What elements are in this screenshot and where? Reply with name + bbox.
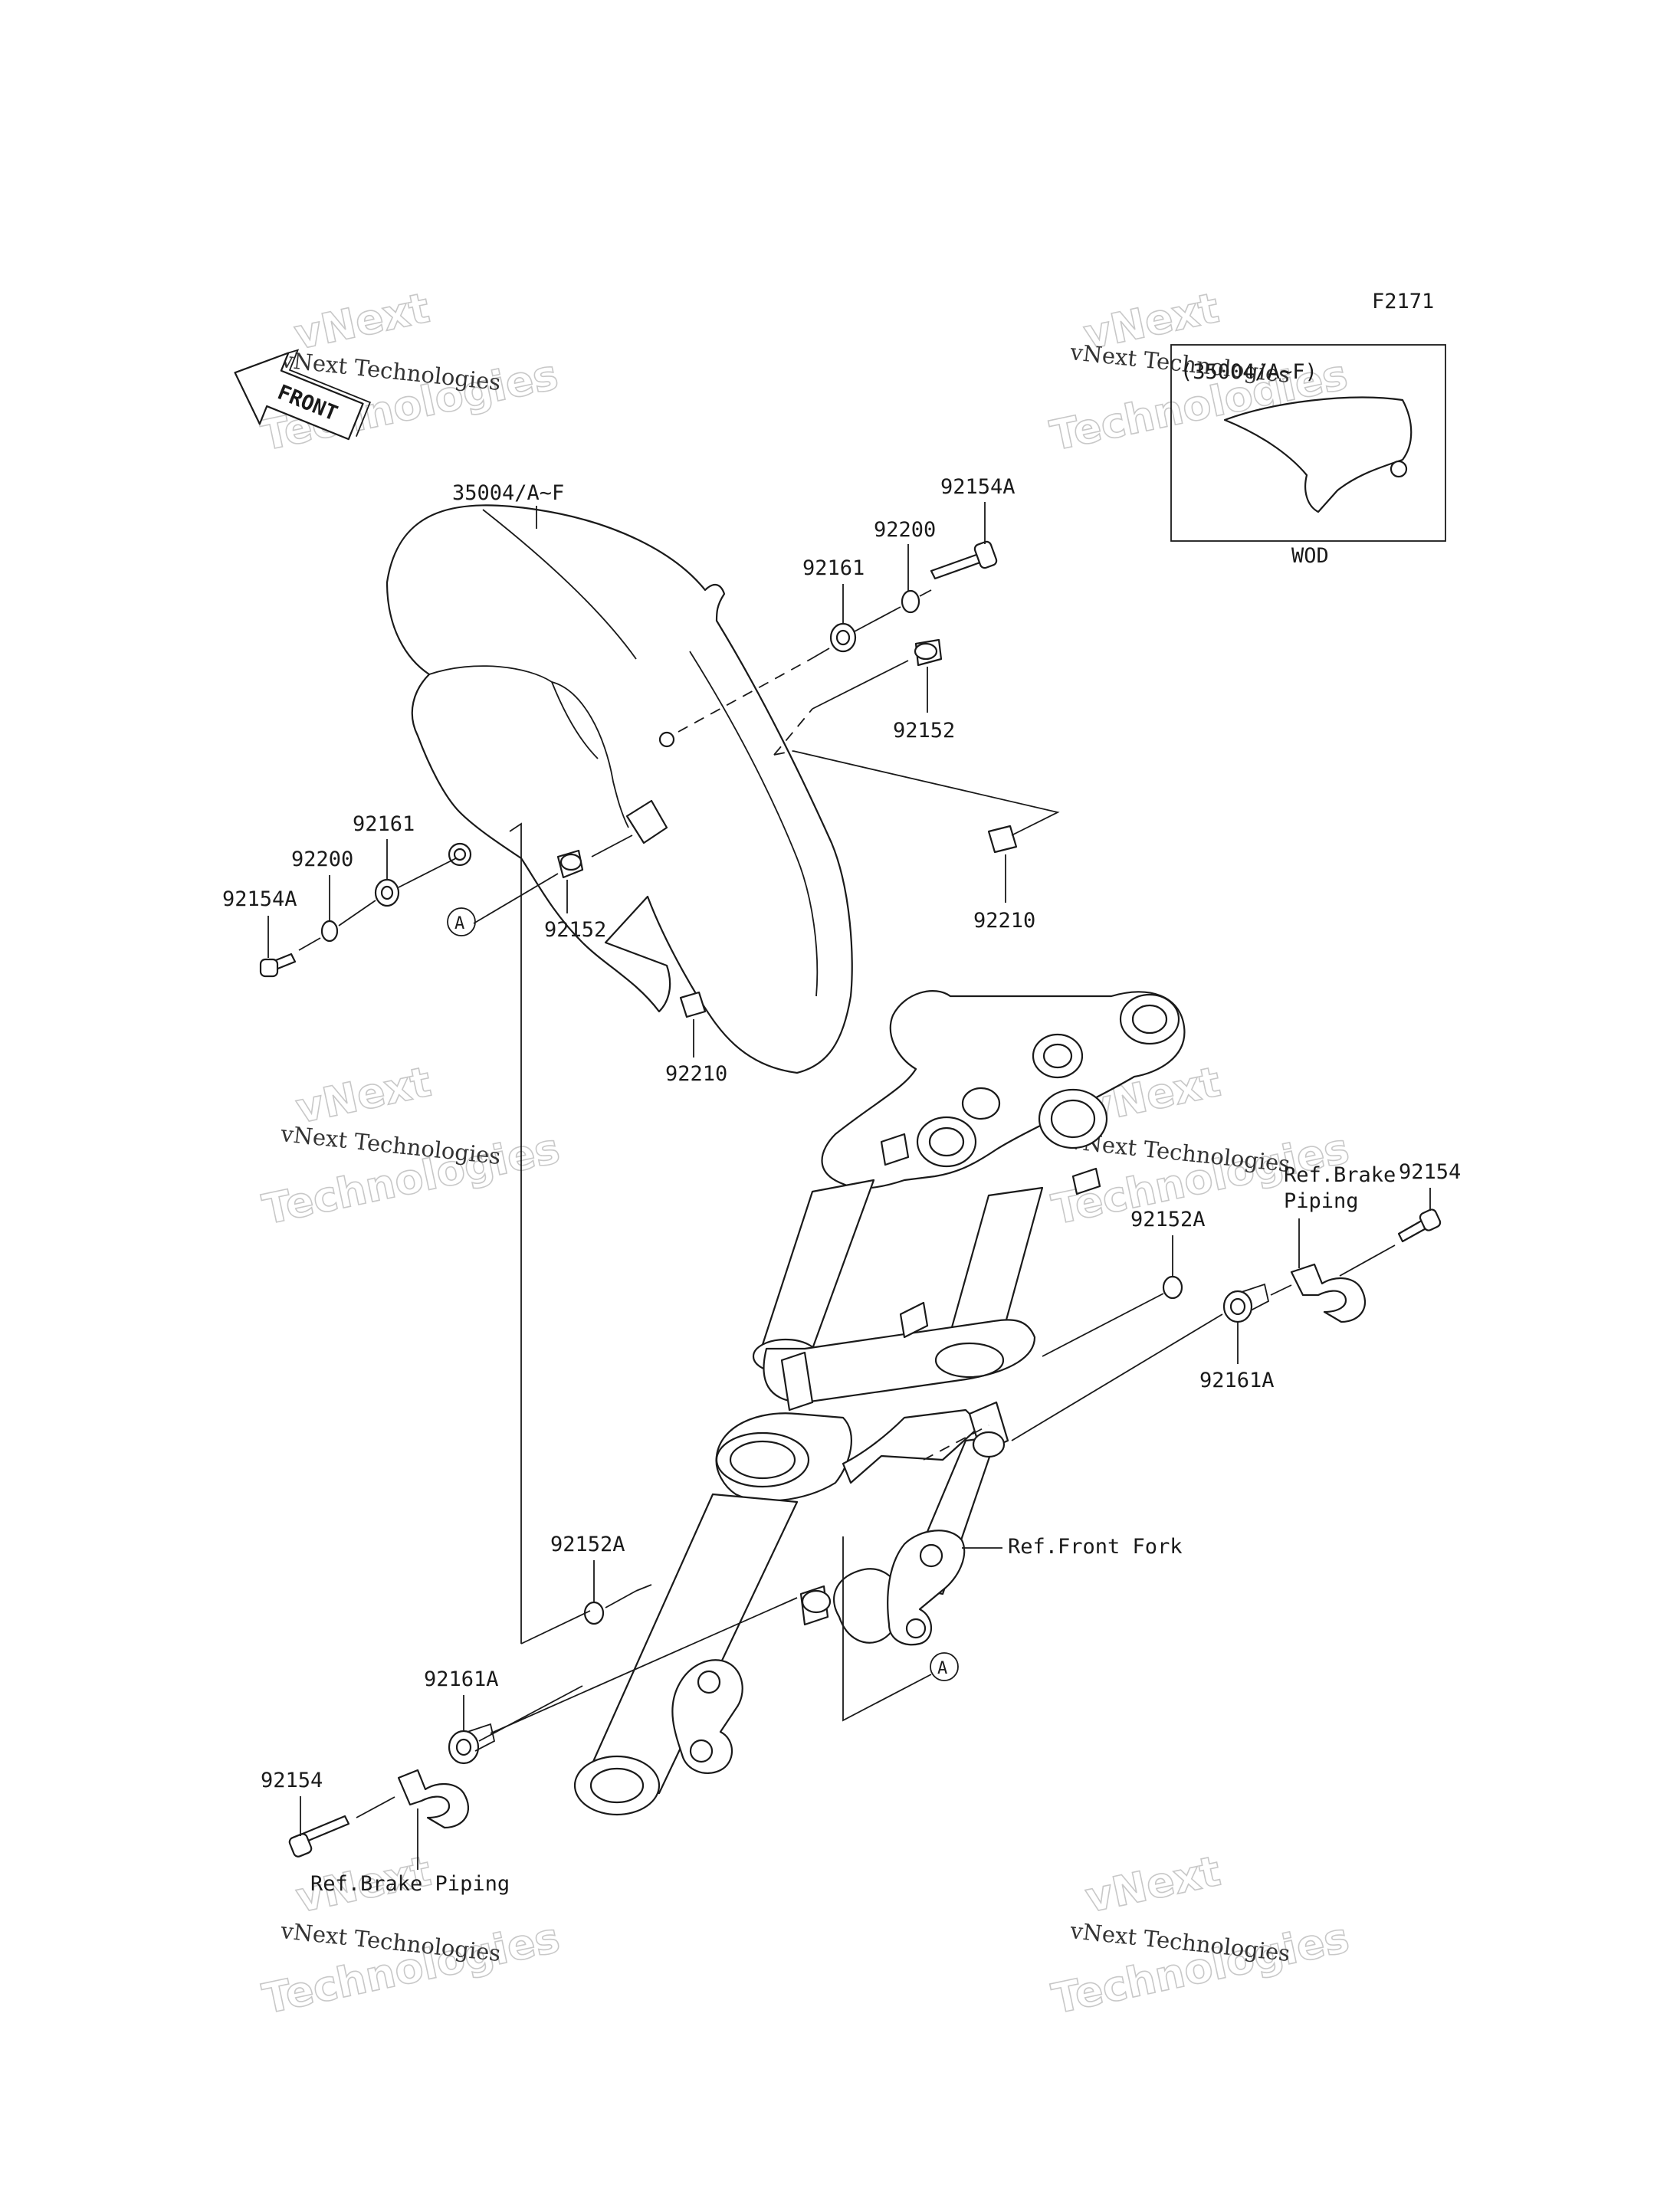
grommet-92161-right (829, 622, 857, 653)
inset-part-label: (35004/A~F) (1180, 360, 1317, 384)
front-fork (573, 990, 1186, 1816)
svg-text:vNext: vNext (292, 1058, 435, 1133)
inset-fender-shape (1223, 396, 1413, 513)
svg-text:vNext: vNext (1081, 1847, 1225, 1923)
svg-text:A: A (454, 914, 464, 933)
washer-92200-right (901, 589, 920, 614)
label-nut-right: 92210 (973, 909, 1035, 933)
collar-92152A-left (583, 1601, 605, 1625)
bolt-92154-right (1397, 1208, 1442, 1243)
grommet-92161A-left (448, 1723, 496, 1765)
bolt-92154A-left (259, 953, 297, 978)
label-washer-right: 92200 (874, 518, 936, 542)
label-line: Piping (1284, 1189, 1359, 1213)
label-grommet-fork-left: 92161A (424, 1667, 499, 1691)
grommet-92161A-right (1222, 1283, 1270, 1323)
collar-92152-right (914, 638, 943, 667)
label-brake-piping-right: Ref.Brake Piping (1284, 1163, 1409, 1213)
collar-92152A-right (1162, 1275, 1183, 1300)
label-collar-fork-right: 92152A (1130, 1208, 1206, 1231)
brake-piping-clamp-left (397, 1769, 469, 1829)
washer-92200-left (320, 920, 339, 943)
marker-a-bottom: A (930, 1652, 959, 1681)
inset-variant-box: (35004/A~F) WOD (1170, 344, 1446, 568)
label-bolt-fork-left: 92154 (261, 1769, 323, 1792)
bolt-92154-left (288, 1815, 350, 1858)
label-nut-bottom: 92210 (665, 1062, 727, 1086)
label-bolt-left: 92154A (222, 887, 297, 911)
label-grommet-left: 92161 (353, 812, 415, 836)
label-brake-piping-right-text: Ref.Brake (1284, 1163, 1396, 1187)
diagram-code: F2171 (1372, 290, 1434, 313)
svg-text:A: A (937, 1659, 947, 1678)
label-grommet-fork-right: 92161A (1199, 1369, 1275, 1392)
marker-a-top: A (447, 907, 476, 936)
label-bolt-right: 92154A (940, 475, 1016, 499)
label-collar-fork-left: 92152A (550, 1533, 625, 1556)
front-fender (386, 504, 853, 1074)
label-fender: 35004/A~F (452, 481, 564, 505)
brake-piping-clamp-right (1290, 1263, 1366, 1323)
label-front-fork: Ref.Front Fork (1008, 1535, 1183, 1559)
nut-92210-bottom (679, 991, 707, 1018)
svg-text:vNext: vNext (290, 284, 434, 359)
bolt-92154A-right (930, 540, 998, 580)
grommet-92161-left (374, 878, 400, 907)
collar-92152-left (556, 849, 584, 879)
label-brake-piping-left: Ref.Brake Piping (310, 1872, 510, 1896)
inset-variant-label: WOD (1291, 544, 1329, 568)
label-bolt-fork-right: 92154 (1399, 1160, 1461, 1184)
label-collar-right: 92152 (893, 719, 955, 743)
label-washer-left: 92200 (291, 848, 353, 871)
nut-92210-right (987, 825, 1018, 854)
label-collar-left: 92152 (544, 918, 606, 942)
label-grommet-right: 92161 (802, 556, 865, 580)
